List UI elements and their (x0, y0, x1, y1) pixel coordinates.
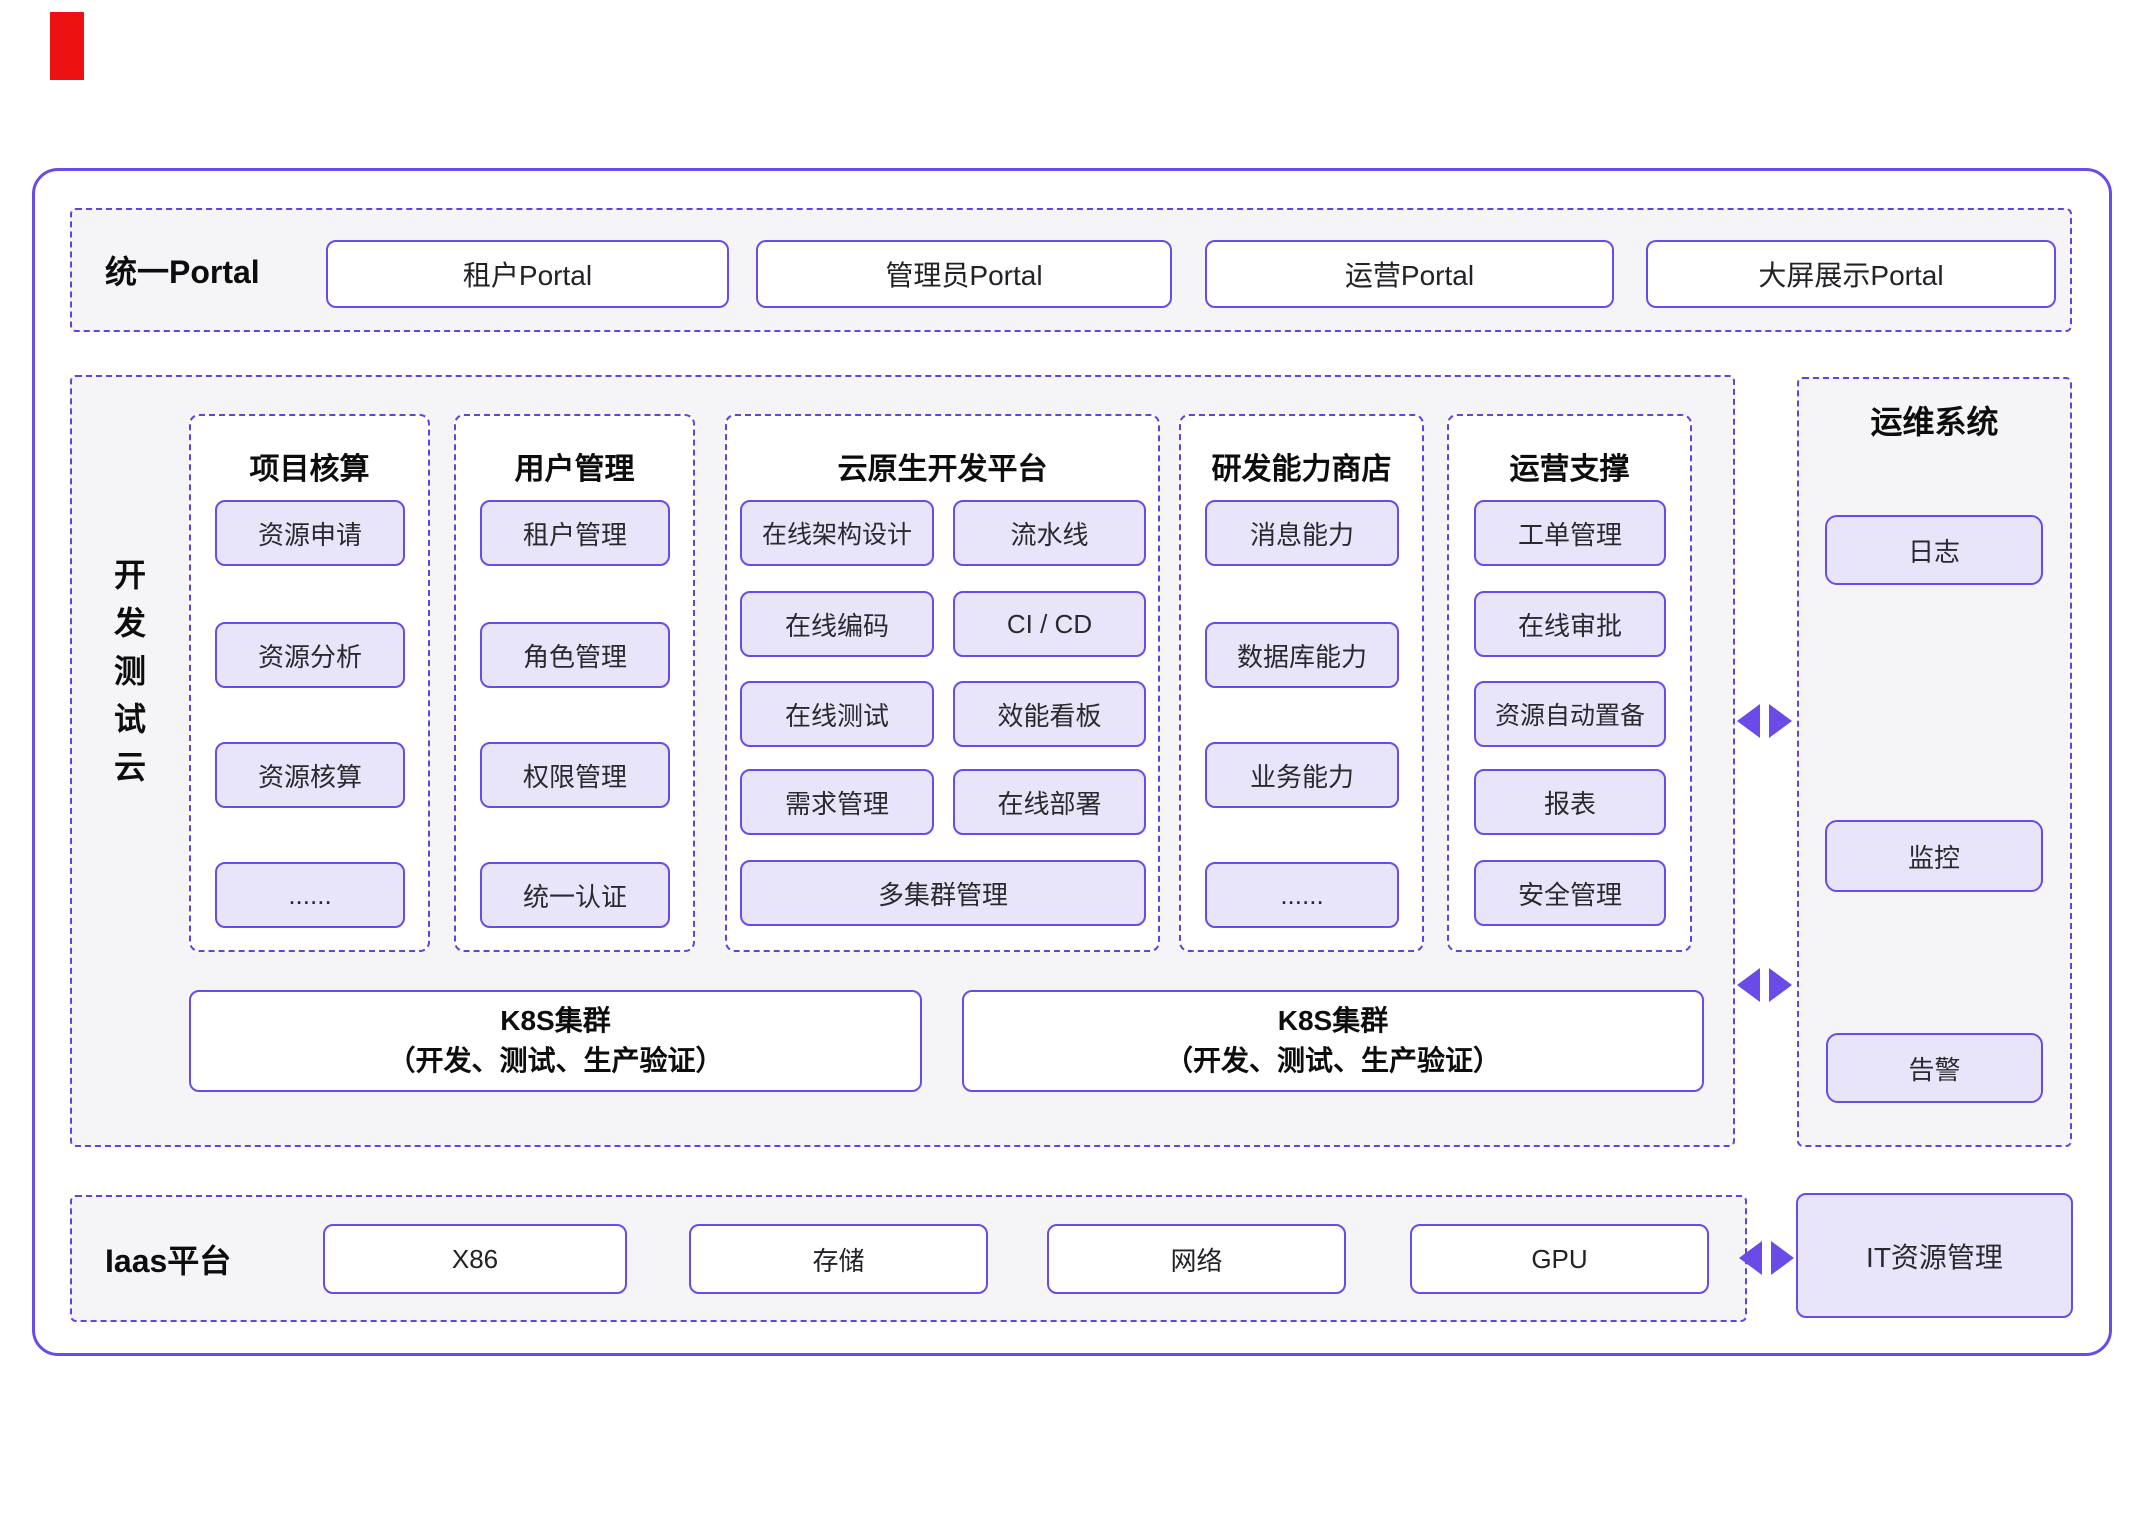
unified-auth-box[interactable]: 统一认证 (480, 862, 670, 928)
report-box[interactable]: 报表 (1474, 769, 1666, 835)
unified-portal-title: 统一Portal (105, 254, 260, 290)
database-capability-box[interactable]: 数据库能力 (1205, 622, 1399, 688)
column-title: 项目核算 (249, 453, 370, 486)
operation-portal-box[interactable]: 运营Portal (1205, 240, 1614, 308)
tenant-management-box[interactable]: 租户管理 (480, 500, 670, 566)
arrow-left-icon (1737, 704, 1760, 738)
resource-analysis-box[interactable]: 资源分析 (215, 622, 405, 688)
online-arch-design-box[interactable]: 在线架构设计 (740, 500, 934, 566)
business-capability-box[interactable]: 业务能力 (1205, 742, 1399, 808)
pipeline-box[interactable]: 流水线 (953, 500, 1146, 566)
arrow-right-icon (1769, 968, 1792, 1002)
link-arrows-upper (1737, 704, 1792, 738)
k8s-title: K8S集群 (500, 1005, 611, 1036)
ops-system-title: 运维系统 (1870, 404, 1999, 440)
role-management-box[interactable]: 角色管理 (480, 622, 670, 688)
storage-box[interactable]: 存储 (689, 1224, 988, 1294)
arrow-left-icon (1737, 968, 1760, 1002)
online-deploy-box[interactable]: 在线部署 (953, 769, 1146, 835)
bigscreen-portal-box[interactable]: 大屏展示Portal (1646, 240, 2056, 308)
auto-provisioning-box[interactable]: 资源自动置备 (1474, 681, 1666, 747)
link-arrows-iaas (1739, 1241, 1794, 1275)
column-title: 研发能力商店 (1211, 453, 1392, 486)
iaas-platform-title: Iaas平台 (105, 1242, 232, 1279)
ops-system-section (1797, 377, 2072, 1147)
it-resource-management-box[interactable]: IT资源管理 (1796, 1193, 2073, 1318)
ellipsis-box[interactable]: ...... (1205, 862, 1399, 928)
column-title: 云原生开发平台 (837, 453, 1048, 486)
tenant-portal-box[interactable]: 租户Portal (326, 240, 729, 308)
alert-box[interactable]: 告警 (1826, 1033, 2043, 1103)
monitoring-box[interactable]: 监控 (1825, 820, 2043, 892)
x86-box[interactable]: X86 (323, 1224, 627, 1294)
column-title: 运营支撑 (1509, 453, 1630, 486)
arrow-right-icon (1771, 1241, 1794, 1275)
arrow-left-icon (1739, 1241, 1762, 1275)
permission-management-box[interactable]: 权限管理 (480, 742, 670, 808)
k8s-cluster-box-right[interactable]: K8S集群 （开发、测试、生产验证） (962, 990, 1704, 1092)
link-arrows-lower (1737, 968, 1792, 1002)
red-corner-marker (50, 12, 84, 80)
log-box[interactable]: 日志 (1825, 515, 2043, 585)
online-coding-box[interactable]: 在线编码 (740, 591, 934, 657)
admin-portal-box[interactable]: 管理员Portal (756, 240, 1172, 308)
resource-accounting-box[interactable]: 资源核算 (215, 742, 405, 808)
security-management-box[interactable]: 安全管理 (1474, 860, 1666, 926)
k8s-subtitle: （开发、测试、生产验证） (1164, 1045, 1501, 1076)
message-capability-box[interactable]: 消息能力 (1205, 500, 1399, 566)
online-testing-box[interactable]: 在线测试 (740, 681, 934, 747)
column-title: 用户管理 (514, 453, 635, 486)
requirement-management-box[interactable]: 需求管理 (740, 769, 934, 835)
gpu-box[interactable]: GPU (1410, 1224, 1709, 1294)
k8s-subtitle: （开发、测试、生产验证） (387, 1045, 724, 1076)
arrow-right-icon (1769, 704, 1792, 738)
ellipsis-box[interactable]: ...... (215, 862, 405, 928)
network-box[interactable]: 网络 (1047, 1224, 1346, 1294)
resource-apply-box[interactable]: 资源申请 (215, 500, 405, 566)
online-approval-box[interactable]: 在线审批 (1474, 591, 1666, 657)
dev-test-cloud-label: 开发测试云 (110, 558, 146, 798)
ci-cd-box[interactable]: CI / CD (953, 591, 1146, 657)
multi-cluster-management-box[interactable]: 多集群管理 (740, 860, 1146, 926)
efficiency-dashboard-box[interactable]: 效能看板 (953, 681, 1146, 747)
k8s-cluster-box-left[interactable]: K8S集群 （开发、测试、生产验证） (189, 990, 922, 1092)
work-order-box[interactable]: 工单管理 (1474, 500, 1666, 566)
k8s-title: K8S集群 (1277, 1005, 1389, 1036)
